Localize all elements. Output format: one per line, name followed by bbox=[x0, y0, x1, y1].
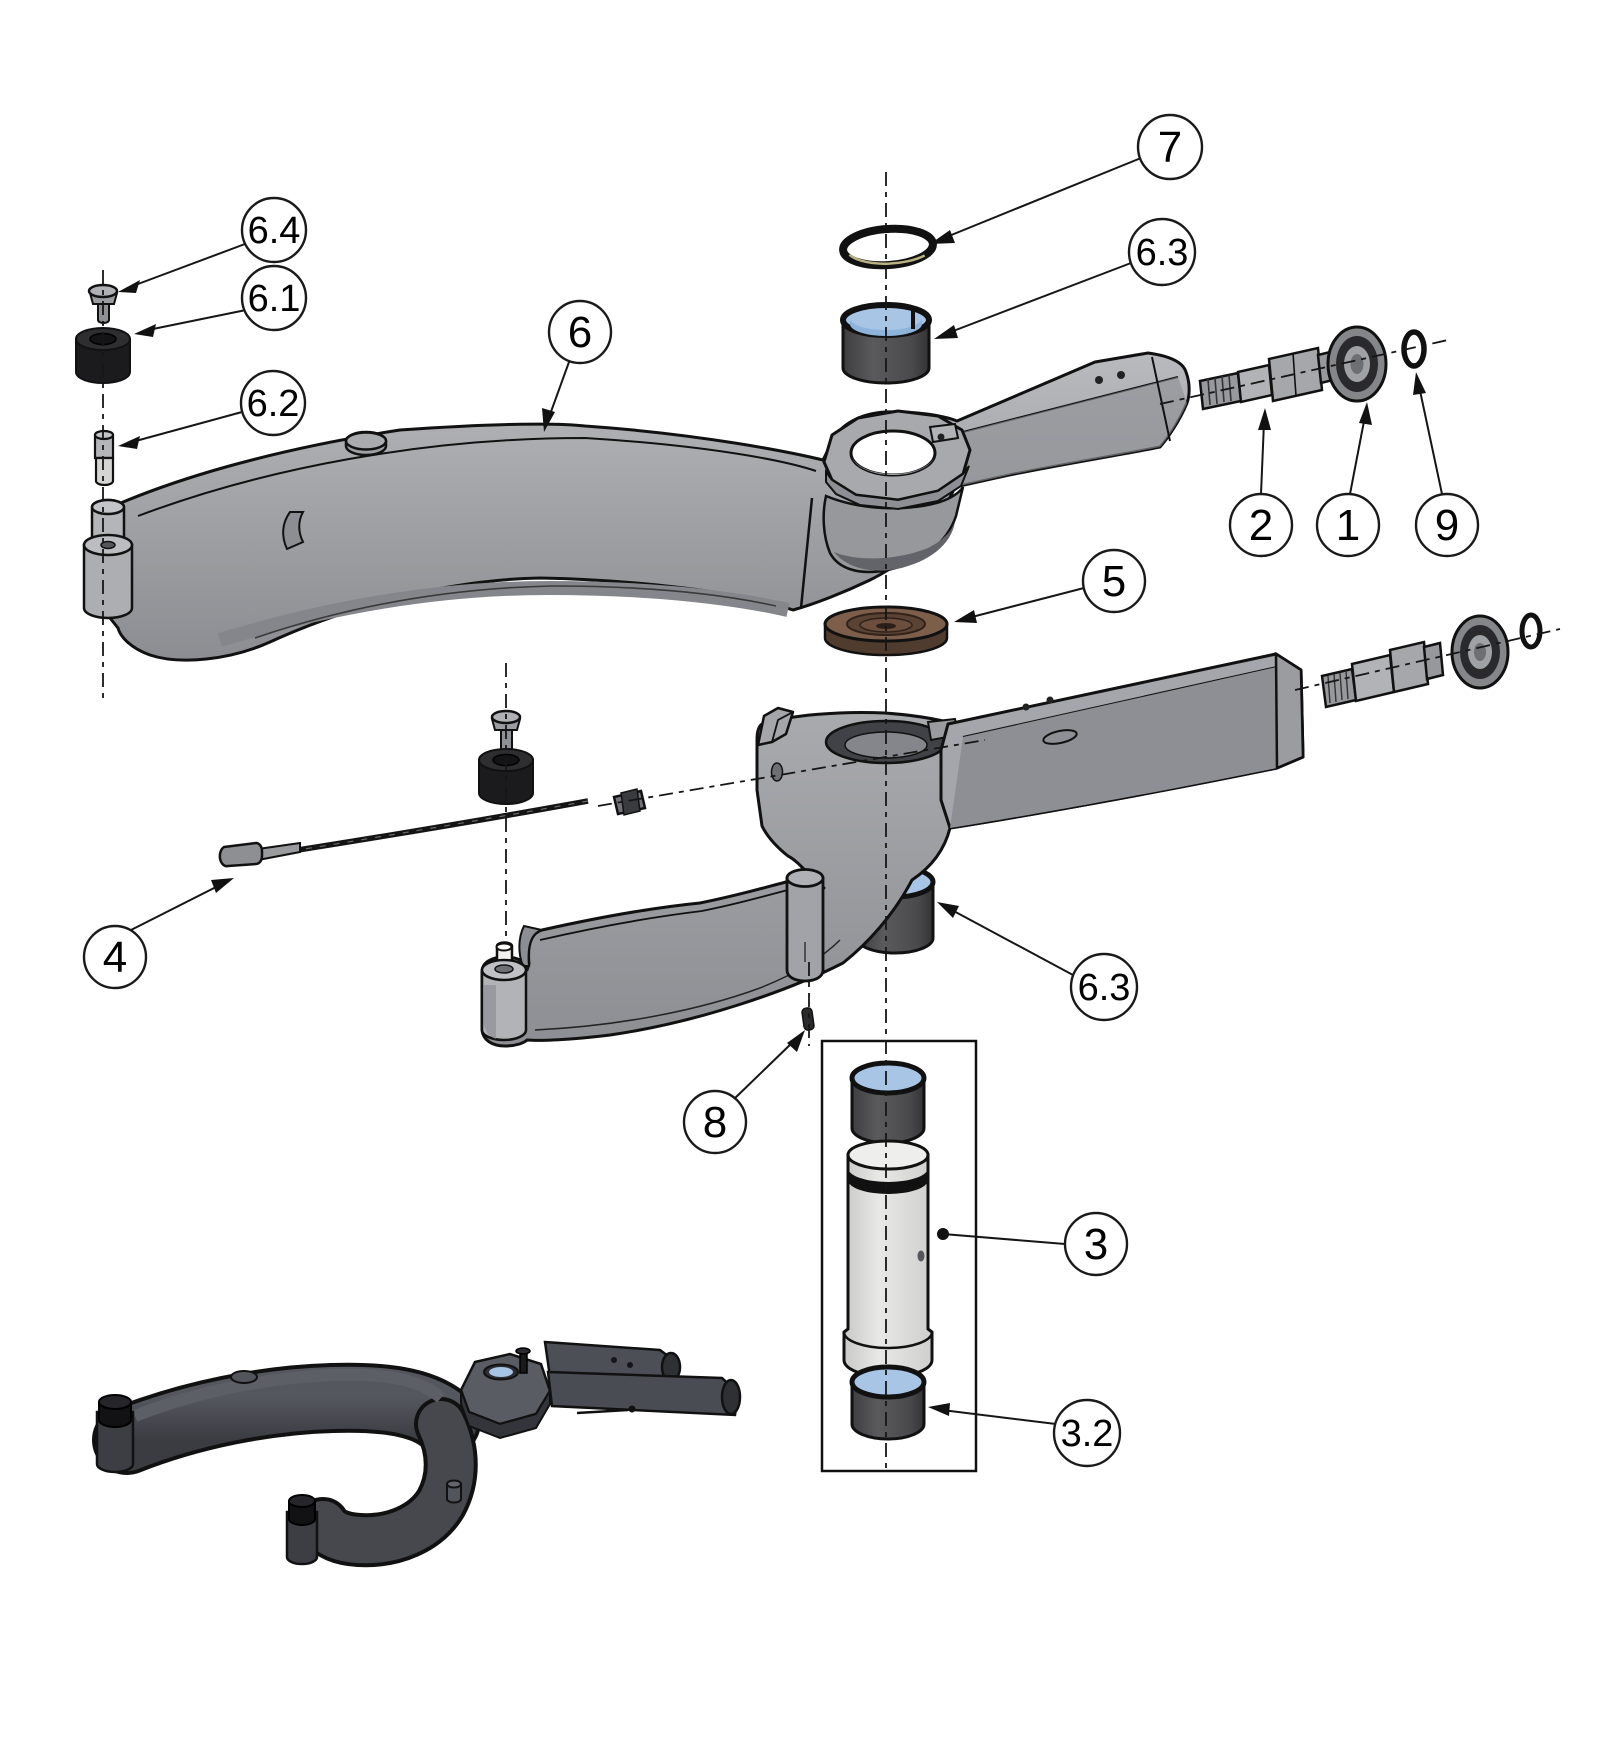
svg-text:2: 2 bbox=[1249, 501, 1273, 550]
svg-text:6.2: 6.2 bbox=[247, 383, 300, 425]
svg-text:5: 5 bbox=[1102, 557, 1126, 606]
svg-text:6.4: 6.4 bbox=[248, 210, 301, 252]
svg-text:8: 8 bbox=[703, 1098, 727, 1147]
svg-text:3.2: 3.2 bbox=[1061, 1413, 1114, 1455]
svg-text:6: 6 bbox=[568, 308, 592, 357]
svg-text:4: 4 bbox=[103, 933, 127, 982]
svg-text:1: 1 bbox=[1336, 501, 1360, 550]
svg-text:6.3: 6.3 bbox=[1078, 967, 1131, 1009]
svg-text:6.1: 6.1 bbox=[248, 278, 301, 320]
svg-text:9: 9 bbox=[1435, 501, 1459, 550]
svg-text:3: 3 bbox=[1084, 1220, 1108, 1269]
svg-text:7: 7 bbox=[1158, 123, 1182, 172]
svg-text:6.3: 6.3 bbox=[1136, 232, 1189, 274]
